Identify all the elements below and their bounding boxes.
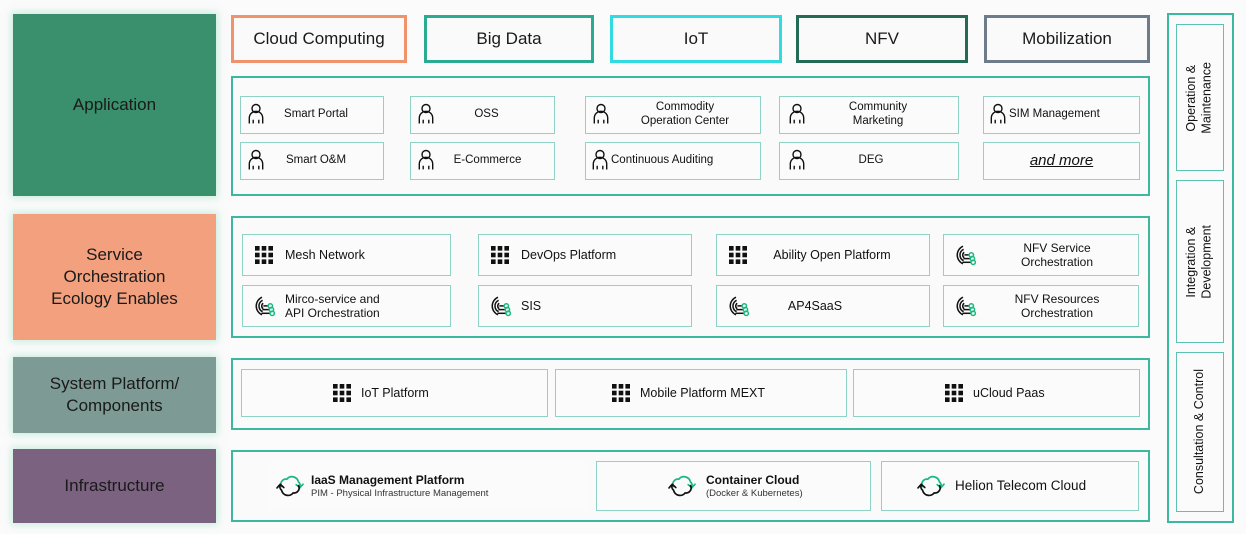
person-icon [586,103,616,127]
tab-label: Cloud Computing [253,29,385,48]
grid-dots-icon [243,245,285,265]
tab-mobilization[interactable]: Mobilization [984,15,1150,63]
app-item-label: SIM Management [1009,108,1100,121]
so-item-nfv-service-orchestration[interactable]: NFV Service Orchestration [943,234,1139,276]
app-item-commodity-operation-center[interactable]: Commodity Operation Center [585,96,761,134]
orchestration-icon [479,294,521,318]
grid-dots-icon [479,245,521,265]
so-item-micro-service-api-orchestration[interactable]: Mirco-service and API Orchestration [242,285,451,327]
layer-label-text: Infrastructure [64,476,165,496]
app-item-label: Community Marketing [848,101,908,127]
infra-item-label-group: IaaS Management Platform PIM - Physical … [311,473,587,499]
sp-item-label: Mobile Platform MEXT [640,385,766,400]
app-item-label: Smart Portal [284,108,348,121]
so-item-label: NFV Resources Orchestration [1014,291,1100,320]
layer-label-application: Application [13,14,216,196]
infra-item-iaas-management-platform[interactable]: IaaS Management Platform PIM - Physical … [268,462,588,510]
so-item-label: SIS [521,298,542,313]
orchestration-icon [717,294,759,318]
layer-label-text: Application [72,95,157,115]
so-item-ap4saas[interactable]: AP4SaaS [716,285,930,327]
layer-label-system-platform: System Platform/ Components [13,357,216,433]
person-icon [987,103,1009,127]
tab-label: IoT [683,29,709,48]
sp-item-label: uCloud Paas [973,385,1045,400]
person-icon [780,103,814,127]
layer-label-service-orchestration: Service Orchestration Ecology Enables [13,214,216,340]
so-item-label: DevOps Platform [521,247,617,262]
app-item-smart-om[interactable]: Smart O&M [240,142,384,180]
app-item-and-more[interactable]: and more [983,142,1140,180]
rail-item-consultation-control[interactable]: Consultation & Control [1176,352,1224,512]
app-item-label: DEG [858,154,884,167]
rail-item-label: Consultation & Control [1192,369,1207,495]
tab-nfv[interactable]: NFV [796,15,968,63]
rail-item-integration-development[interactable]: Integration & Development [1176,180,1224,343]
infra-item-container-cloud[interactable]: Container Cloud (Docker & Kubernetes) [596,461,871,511]
so-item-sis[interactable]: SIS [478,285,692,327]
person-icon [780,149,814,173]
tab-label: Big Data [476,29,542,48]
app-item-sim-management[interactable]: SIM Management [983,96,1140,134]
infra-item-sublabel: (Docker & Kubernetes) [706,487,803,499]
tab-label: NFV [865,29,899,48]
cloud-sync-icon [882,473,946,499]
app-item-label: Continuous Auditing [611,154,714,167]
infra-item-label: Helion Telecom Cloud [955,477,1087,493]
orchestration-icon [243,294,285,318]
rail-item-label: Integration & Development [1184,224,1214,299]
rail-item-operation-maintenance[interactable]: Operation & Maintenance [1176,24,1224,171]
so-item-label: Mirco-service and API Orchestration [285,291,380,320]
cloud-sync-icon [597,473,697,499]
layer-label-infrastructure: Infrastructure [13,449,216,523]
person-icon [411,103,441,127]
app-item-label: and more [1029,152,1094,169]
tab-label: Mobilization [1022,29,1112,48]
so-item-label: Ability Open Platform [773,247,891,262]
so-item-devops-platform[interactable]: DevOps Platform [478,234,692,276]
infra-item-label: IaaS Management Platform [311,473,465,488]
layer-label-text: Service Orchestration Ecology Enables [51,245,178,308]
sp-item-iot-platform[interactable]: IoT Platform [241,369,548,417]
grid-dots-icon [556,383,631,403]
app-item-label: Smart O&M [285,154,347,167]
layer-label-text: System Platform/ Components [49,374,180,415]
tab-big-data[interactable]: Big Data [424,15,594,63]
person-icon [589,149,611,173]
so-item-label: AP4SaaS [787,298,843,313]
so-item-label: NFV Service Orchestration [1020,240,1094,269]
infra-item-label: Container Cloud [706,473,800,488]
app-item-label: OSS [474,108,499,121]
rail-item-label: Operation & Maintenance [1184,61,1214,134]
infra-item-helion-telecom-cloud[interactable]: Helion Telecom Cloud [881,461,1139,511]
grid-dots-icon [717,245,759,265]
cloud-sync-icon [269,473,311,499]
tab-cloud-computing[interactable]: Cloud Computing [231,15,407,63]
grid-dots-icon [854,383,964,403]
infra-item-label-group: Container Cloud (Docker & Kubernetes) [697,473,870,499]
app-item-community-marketing[interactable]: Community Marketing [779,96,959,134]
app-item-label: E-Commerce [453,154,522,167]
app-item-oss[interactable]: OSS [410,96,555,134]
person-icon [411,149,441,173]
app-item-continuous-auditing[interactable]: Continuous Auditing [585,142,761,180]
sp-item-mobile-platform-mext[interactable]: Mobile Platform MEXT [555,369,847,417]
so-item-label: Mesh Network [285,247,365,262]
person-icon [241,149,271,173]
app-item-label: Commodity Operation Center [640,101,730,127]
infra-item-sublabel: PIM - Physical Infrastructure Management [311,487,489,499]
so-item-ability-open-platform[interactable]: Ability Open Platform [716,234,930,276]
sp-item-label: IoT Platform [361,385,429,400]
orchestration-icon [944,294,986,318]
sp-item-ucloud-paas[interactable]: uCloud Paas [853,369,1140,417]
person-icon [241,103,271,127]
grid-dots-icon [242,383,352,403]
so-item-nfv-resources-orchestration[interactable]: NFV Resources Orchestration [943,285,1139,327]
orchestration-icon [944,243,986,267]
app-item-deg[interactable]: DEG [779,142,959,180]
app-item-smart-portal[interactable]: Smart Portal [240,96,384,134]
app-item-e-commerce[interactable]: E-Commerce [410,142,555,180]
tab-iot[interactable]: IoT [610,15,782,63]
so-item-mesh-network[interactable]: Mesh Network [242,234,451,276]
